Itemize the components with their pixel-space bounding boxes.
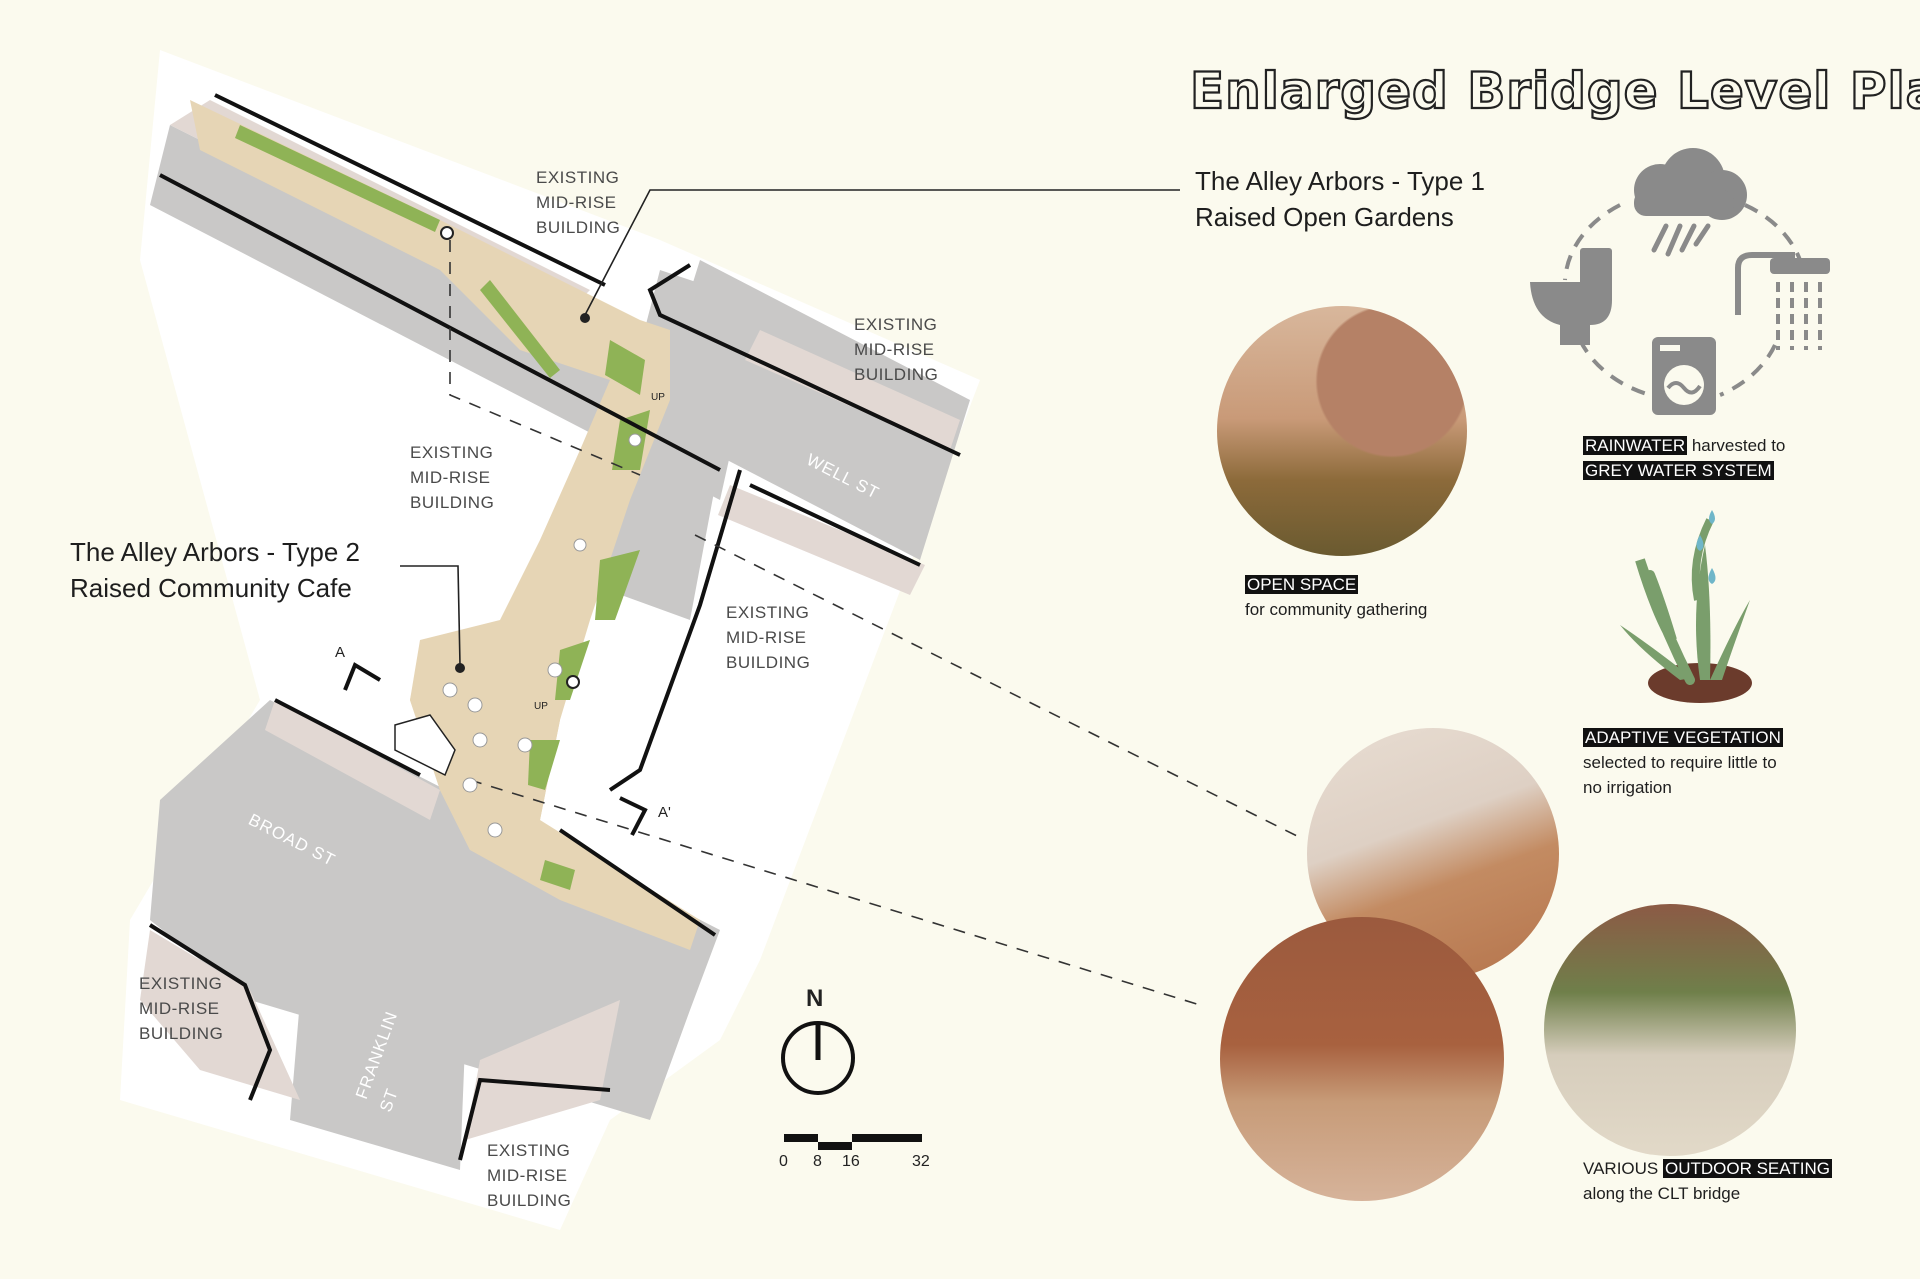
column-marker-north [440, 226, 454, 240]
caption-seating-line2: along the CLT bridge [1583, 1184, 1741, 1203]
caption-seating-highlight: OUTDOOR SEATING [1662, 1159, 1832, 1178]
building-edges [148, 93, 961, 1161]
section-a-prime-label: A' [658, 804, 671, 821]
stair-up-label-north: UP [651, 392, 665, 403]
caption-open-space-text: for community gathering [1245, 600, 1428, 619]
caption-rainwater-text: harvested to [1687, 436, 1786, 455]
scale-bar [784, 1134, 922, 1150]
washing-machine-icon [1652, 337, 1716, 415]
photo-raised-open-gardens [1217, 306, 1467, 556]
shower-icon [1735, 252, 1830, 350]
community-cafe-deck [410, 655, 560, 850]
photo-cafe-seating [1220, 917, 1504, 1201]
sidewalk-franklin [465, 1000, 620, 1140]
page-title: Enlarged Bridge Level Plan [1189, 61, 1920, 121]
section-marker-a [343, 662, 382, 691]
water-cycle-ring [1563, 203, 1802, 397]
scale-label-32: 32 [912, 1153, 930, 1170]
caption-open-space-highlight: OPEN SPACE [1245, 575, 1359, 594]
caption-rainwater: RAINWATER harvested to GREY WATER SYSTEM [1583, 433, 1785, 483]
scale-label-8: 8 [813, 1153, 822, 1170]
leader-dot-type1 [580, 313, 590, 323]
sidewalk-well-s [718, 485, 925, 595]
caption-vegetation-line3: no irrigation [1583, 778, 1672, 797]
north-label: N [806, 985, 824, 1012]
caption-outdoor-seating: VARIOUS OUTDOOR SEATING along the CLT br… [1583, 1156, 1832, 1206]
caption-rainwater-highlight: RAINWATER [1583, 436, 1688, 455]
photo-planter-seating [1544, 904, 1796, 1156]
section-a-label: A [335, 644, 346, 661]
clt-bridge-deck [190, 100, 700, 950]
north-arrow [781, 1021, 855, 1095]
section-lines [449, 240, 1306, 1006]
caption-grey-water-highlight: GREY WATER SYSTEM [1583, 461, 1774, 480]
cross-street [580, 270, 750, 620]
callout-type1: The Alley Arbors - Type 1 Raised Open Ga… [1195, 163, 1485, 235]
caption-seating-prefix: VARIOUS [1583, 1159, 1663, 1178]
callout-type1-subtitle: Raised Open Gardens [1195, 202, 1454, 232]
leader-dot-type2 [455, 663, 465, 673]
section-marker-a-prime [619, 796, 648, 836]
callout-type2: The Alley Arbors - Type 2 Raised Communi… [70, 534, 360, 606]
caption-adaptive-vegetation: ADAPTIVE VEGETATION selected to require … [1583, 725, 1783, 800]
scale-label-0: 0 [779, 1153, 788, 1170]
sidewalk-broad-n [265, 700, 440, 820]
stair-up-label-cafe: UP [534, 701, 548, 712]
callout-type2-title: The Alley Arbors - Type 2 [70, 537, 360, 567]
callout-leaders [400, 189, 1180, 666]
cloud-rain-icon [1634, 148, 1747, 257]
toilet-icon [1530, 248, 1612, 345]
caption-vegetation-line2: selected to require little to [1583, 753, 1777, 772]
alley-street [150, 125, 740, 500]
column-marker-south [566, 675, 580, 689]
scale-label-16: 16 [842, 1153, 860, 1170]
sidewalk-broad-s [140, 930, 300, 1100]
caption-open-space: OPEN SPACE for community gathering [1245, 572, 1427, 622]
sidewalk-well [745, 330, 960, 450]
plant-icon [1620, 510, 1752, 703]
broad-street [150, 700, 720, 1120]
callout-type2-subtitle: Raised Community Cafe [70, 573, 352, 603]
cafe-tables [442, 433, 642, 838]
franklin-street [290, 880, 470, 1170]
callout-type1-title: The Alley Arbors - Type 1 [1195, 166, 1485, 196]
cafe-counter [394, 714, 456, 777]
caption-vegetation-highlight: ADAPTIVE VEGETATION [1583, 728, 1783, 747]
